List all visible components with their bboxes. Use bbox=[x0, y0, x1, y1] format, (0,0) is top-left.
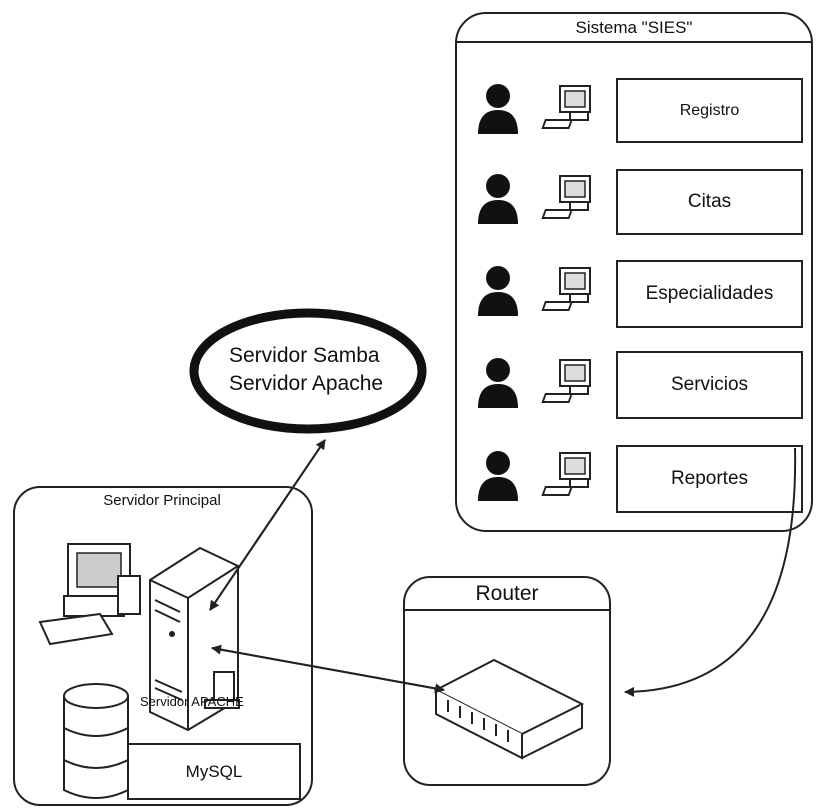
router-device-icon bbox=[433, 658, 585, 760]
services-ellipse bbox=[189, 308, 427, 434]
module-box-citas bbox=[616, 169, 803, 235]
module-label-especialidades: Especialidades bbox=[645, 283, 774, 304]
router-panel-title: Router bbox=[475, 582, 539, 605]
module-label-servicios: Servicios bbox=[670, 374, 749, 395]
sies-panel-title: Sistema "SIES" bbox=[575, 18, 693, 37]
server-panel-title: Servidor Principal bbox=[103, 492, 221, 509]
server-apache-label: Servidor APACHE bbox=[140, 694, 244, 709]
module-label-citas: Citas bbox=[687, 191, 732, 212]
workstation-icon bbox=[38, 543, 141, 646]
module-label-reportes: Reportes bbox=[670, 468, 749, 489]
module-label-registro: Registro bbox=[679, 101, 740, 119]
ellipse-line-1: Servidor Samba bbox=[229, 344, 380, 367]
mysql-label: MySQL bbox=[185, 762, 243, 781]
mysql-box bbox=[127, 743, 301, 800]
database-icon bbox=[63, 683, 129, 799]
module-box-servicios bbox=[616, 351, 803, 419]
module-box-especialidades bbox=[616, 260, 803, 328]
module-box-reportes bbox=[616, 445, 803, 513]
server-tower-icon bbox=[149, 546, 240, 732]
ellipse-line-2: Servidor Apache bbox=[229, 372, 384, 395]
arrow-sies-router bbox=[624, 447, 797, 697]
module-box-registro bbox=[616, 78, 803, 143]
